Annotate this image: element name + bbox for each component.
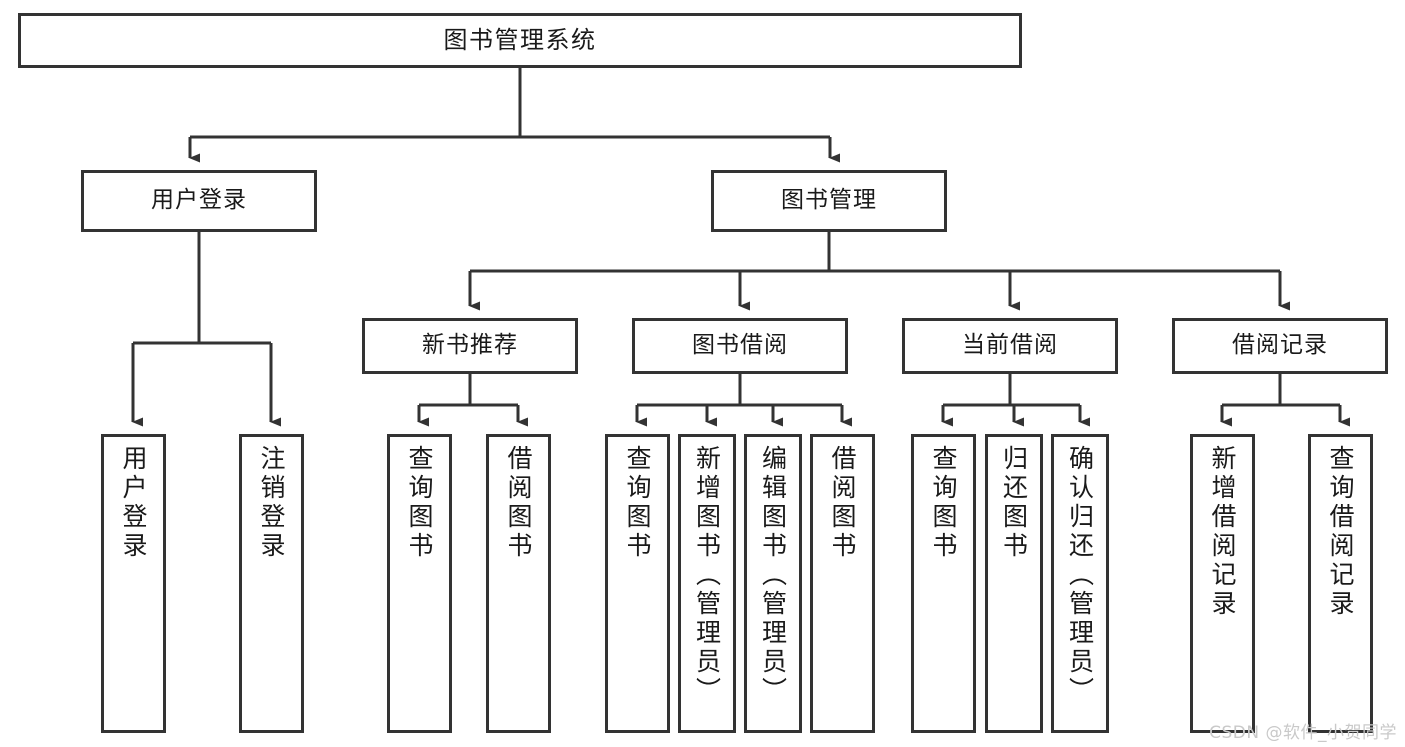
node-label: 用户登录	[151, 187, 247, 214]
node-label: 用户登录	[119, 445, 148, 561]
node-label: 借阅图书	[504, 445, 533, 561]
node-leaf-query-book-3[interactable]: 查询图书	[911, 434, 976, 733]
node-label: 查询图书	[623, 445, 652, 561]
node-root-system[interactable]: 图书管理系统	[18, 13, 1022, 68]
node-book-borrow[interactable]: 图书借阅	[632, 318, 848, 374]
node-label: 借阅记录	[1232, 332, 1328, 359]
node-user-login[interactable]: 用户登录	[81, 170, 317, 232]
node-current-borrow[interactable]: 当前借阅	[902, 318, 1118, 374]
node-label: 当前借阅	[962, 332, 1058, 359]
csdn-watermark: CSDN @软件_小贺同学	[1209, 723, 1397, 743]
node-leaf-borrow-book-2[interactable]: 借阅图书	[810, 434, 875, 733]
node-label: 新增借阅记录	[1208, 445, 1237, 619]
node-leaf-add-book[interactable]: 新增图书（管理员）	[678, 434, 736, 733]
node-label: 查询借阅记录	[1326, 445, 1355, 619]
node-leaf-query-book-1[interactable]: 查询图书	[387, 434, 452, 733]
node-leaf-borrow-book-1[interactable]: 借阅图书	[486, 434, 551, 733]
node-label: 借阅图书	[828, 445, 857, 561]
node-leaf-query-book-2[interactable]: 查询图书	[605, 434, 670, 733]
node-leaf-logout[interactable]: 注销登录	[239, 434, 304, 733]
node-leaf-query-record[interactable]: 查询借阅记录	[1308, 434, 1373, 733]
node-leaf-user-login[interactable]: 用户登录	[101, 434, 166, 733]
node-leaf-return-book[interactable]: 归还图书	[985, 434, 1043, 733]
node-label: 注销登录	[257, 445, 286, 561]
node-borrow-record[interactable]: 借阅记录	[1172, 318, 1388, 374]
node-label: 归还图书	[999, 445, 1029, 561]
node-new-book-recommend[interactable]: 新书推荐	[362, 318, 578, 374]
node-label: 图书借阅	[692, 332, 788, 359]
node-label: 新书推荐	[422, 332, 518, 359]
node-label: 查询图书	[405, 445, 434, 561]
node-leaf-add-record[interactable]: 新增借阅记录	[1190, 434, 1255, 733]
node-label: 确认归还（管理员）	[1065, 445, 1095, 706]
node-label: 查询图书	[929, 445, 958, 561]
node-leaf-confirm-return[interactable]: 确认归还（管理员）	[1051, 434, 1109, 733]
node-label: 图书管理系统	[443, 26, 597, 55]
node-leaf-edit-book[interactable]: 编辑图书（管理员）	[744, 434, 802, 733]
node-label: 编辑图书（管理员）	[758, 445, 788, 706]
node-label: 图书管理	[781, 187, 877, 214]
node-book-manage[interactable]: 图书管理	[711, 170, 947, 232]
node-label: 新增图书（管理员）	[692, 445, 722, 706]
